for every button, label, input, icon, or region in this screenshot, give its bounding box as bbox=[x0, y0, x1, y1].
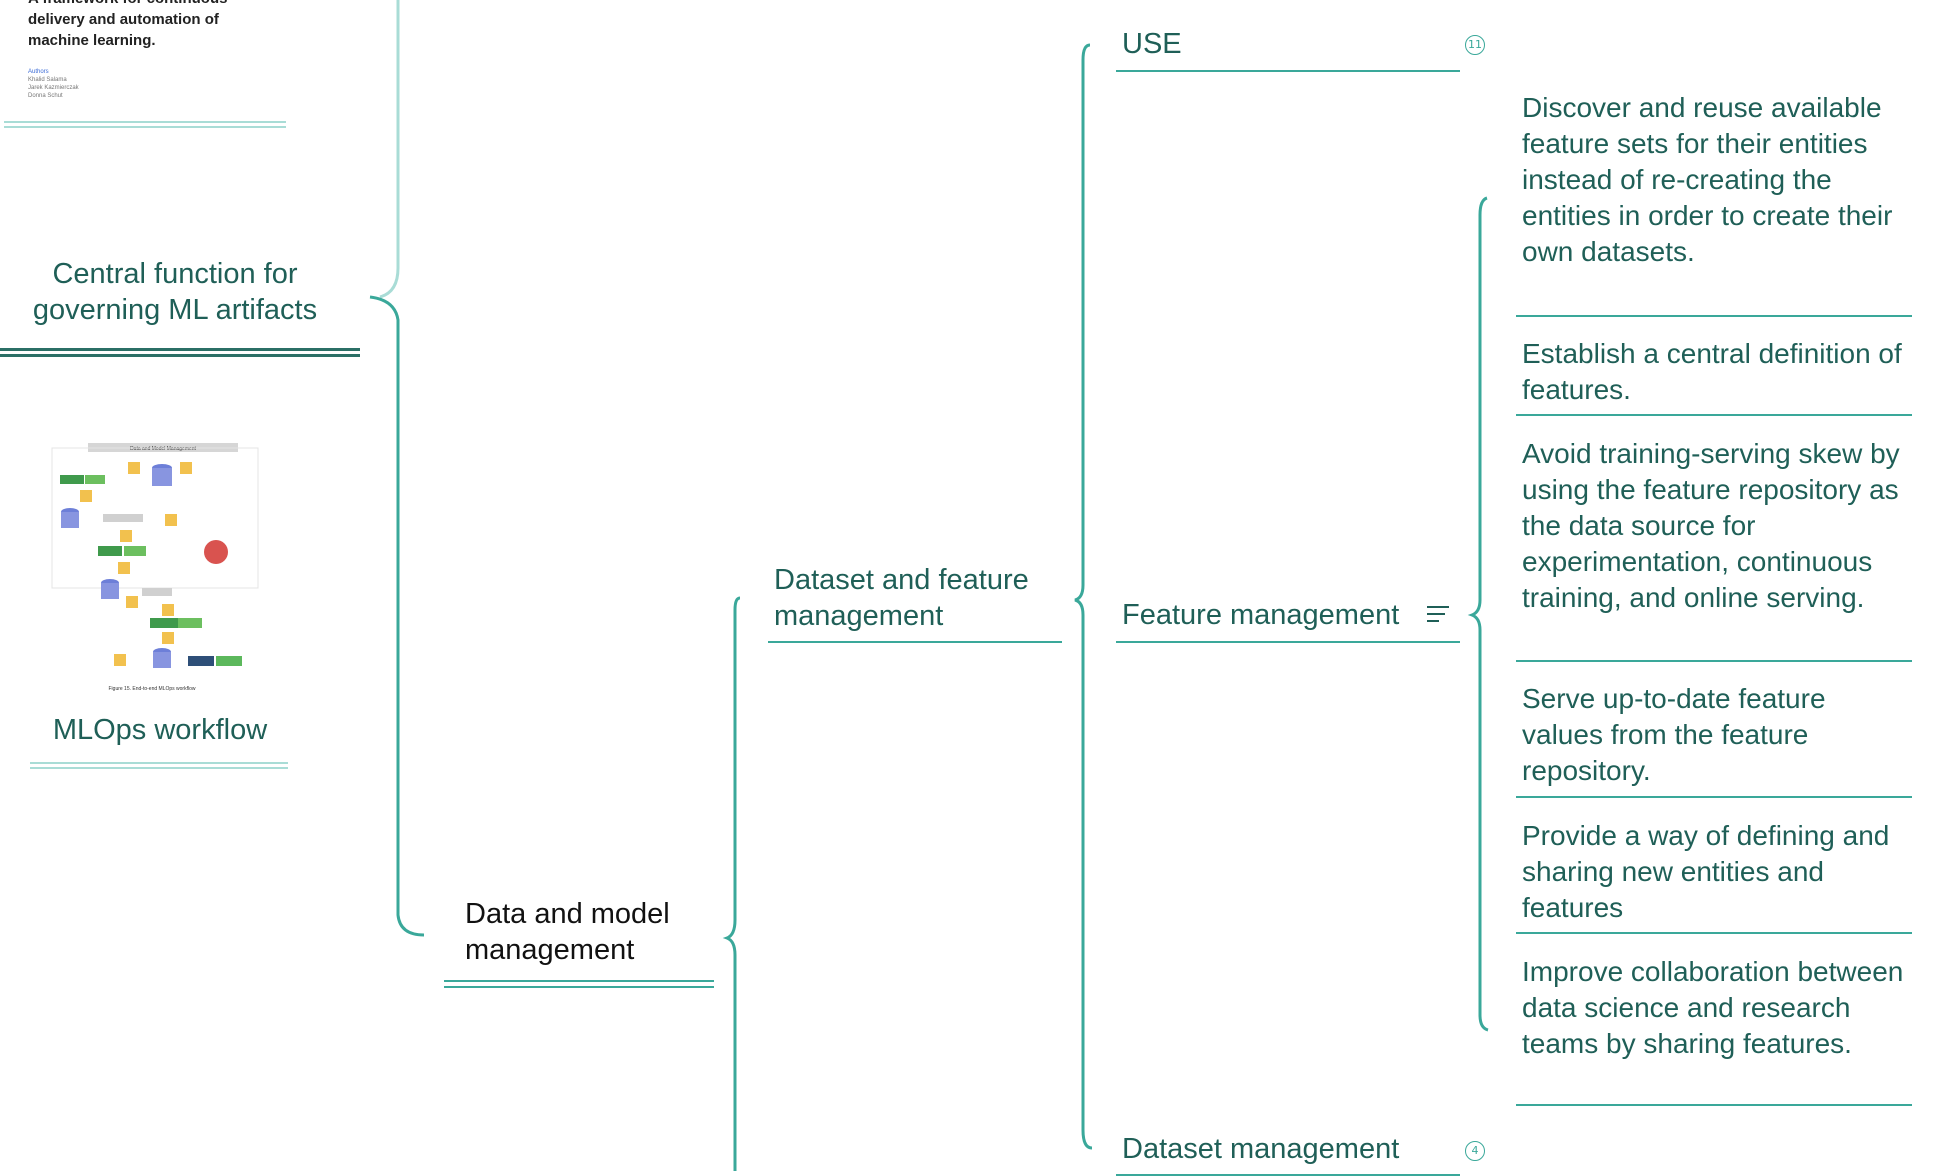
central-function-underline bbox=[0, 348, 360, 351]
dataset-feature-mgmt-node[interactable]: Dataset and feature management bbox=[774, 564, 1029, 632]
mlops-workflow-underline bbox=[30, 762, 288, 764]
central-function-node[interactable]: Central function for governing ML artifa… bbox=[32, 258, 318, 326]
feature-item-underline bbox=[1516, 932, 1912, 934]
dataset-feature-mgmt-underline bbox=[768, 641, 1062, 643]
data-model-mgmt-underline bbox=[444, 980, 714, 982]
circled-number-icon[interactable]: 11 bbox=[1465, 35, 1485, 55]
data-model-mgmt-underline-2 bbox=[444, 986, 714, 988]
authors-heading: Authors bbox=[28, 69, 49, 75]
dataset-mgmt-node[interactable]: Dataset management bbox=[1122, 1133, 1400, 1165]
feature-item-underline bbox=[1516, 796, 1912, 798]
paper-title: A framework for continuous delivery and … bbox=[28, 0, 227, 49]
paper-card[interactable]: A framework for continuous delivery and … bbox=[20, 0, 280, 113]
feature-item[interactable]: Serve up-to-date feature values from the… bbox=[1522, 683, 1826, 786]
feature-item[interactable]: Avoid training-serving skew by using the… bbox=[1522, 438, 1900, 613]
feature-item-underline bbox=[1516, 414, 1912, 416]
feature-item[interactable]: Establish a central definition of featur… bbox=[1522, 338, 1902, 405]
feature-item-underline bbox=[1516, 315, 1912, 317]
feature-item[interactable]: Provide a way of defining and sharing ne… bbox=[1522, 820, 1890, 923]
author-1: Khalid Salama bbox=[28, 77, 67, 83]
central-function-underline-2 bbox=[0, 354, 360, 357]
workflow-caption-text: Figure 15. End-to-end MLOps workflow bbox=[109, 686, 196, 692]
use-underline bbox=[1116, 70, 1460, 72]
paper-card-underline bbox=[4, 121, 286, 123]
mlops-workflow-node[interactable]: MLOps workflow bbox=[52, 714, 268, 746]
author-3: Donna Schut bbox=[28, 93, 63, 99]
circled-number-icon[interactable]: 4 bbox=[1465, 1141, 1485, 1161]
feature-item[interactable]: Improve collaboration between data scien… bbox=[1522, 956, 1904, 1059]
workflow-diagram-thumbnail[interactable]: Data and Model Management Figure 15. End… bbox=[50, 442, 260, 694]
notes-lines-icon[interactable] bbox=[1425, 603, 1451, 625]
data-model-mgmt-node[interactable]: Data and model management bbox=[465, 898, 670, 966]
paper-card-underline-2 bbox=[4, 126, 286, 128]
feature-mgmt-node[interactable]: Feature management bbox=[1122, 599, 1400, 631]
mlops-workflow-underline-2 bbox=[30, 767, 288, 769]
feature-item-underline bbox=[1516, 1104, 1912, 1106]
workflow-diagram-image: Data and Model Management Figure 15. End… bbox=[51, 443, 259, 692]
paper-authors: Authors Khalid Salama Jarek Kazmierczak … bbox=[28, 68, 148, 100]
use-node[interactable]: USE bbox=[1122, 28, 1182, 60]
workflow-header-text: Data and Model Management bbox=[130, 446, 196, 452]
feature-item[interactable]: Discover and reuse available feature set… bbox=[1522, 92, 1893, 267]
author-2: Jarek Kazmierczak bbox=[28, 85, 79, 91]
feature-item-underline bbox=[1516, 660, 1912, 662]
feature-mgmt-underline bbox=[1116, 641, 1460, 643]
